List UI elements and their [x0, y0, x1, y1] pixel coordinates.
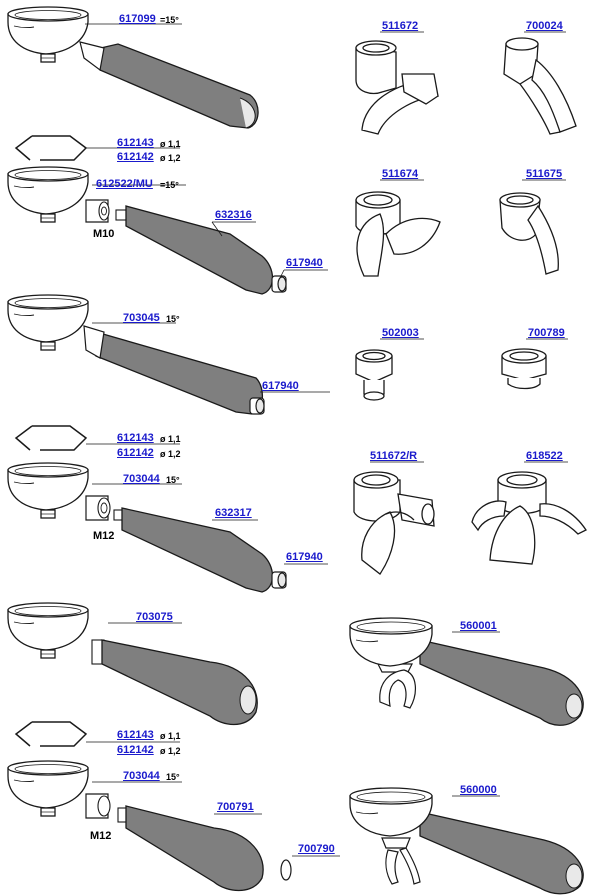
part-label-612143[interactable]: 612143	[117, 432, 154, 444]
diameter-note: ø 1,1	[160, 434, 181, 444]
part-label-511675[interactable]: 511675	[526, 168, 563, 180]
part-label-502003[interactable]: 502003	[382, 327, 419, 339]
part-label-703044[interactable]: 703044	[123, 473, 160, 485]
thread-size: M10	[93, 228, 115, 240]
thread-size: M12	[90, 830, 112, 842]
part-label-612142[interactable]: 612142	[117, 447, 154, 459]
part-label-511672-r[interactable]: 511672/R	[370, 450, 418, 462]
part-label-700790[interactable]: 700790	[298, 843, 335, 855]
thread-size: M12	[93, 530, 115, 542]
spring-clip-612143-b	[15, 425, 87, 451]
spout-511674	[355, 191, 441, 277]
part-label-560000[interactable]: 560000	[460, 784, 497, 796]
part-label-612142[interactable]: 612142	[117, 151, 154, 163]
diameter-note: ø 1,2	[160, 746, 181, 756]
part-label-612143[interactable]: 612143	[117, 137, 154, 149]
portafilter-703075	[7, 602, 258, 726]
angle-note: 15°	[166, 314, 180, 324]
spring-clip-612143	[15, 135, 87, 161]
spout-511672	[355, 40, 439, 135]
angle-note: 15°	[166, 475, 180, 485]
part-label-612142[interactable]: 612142	[117, 744, 154, 756]
end-cap-617940-c	[271, 571, 287, 589]
part-label-617940[interactable]: 617940	[262, 380, 299, 392]
spring-clip-612143-c	[15, 721, 87, 747]
part-label-617940[interactable]: 617940	[286, 551, 323, 563]
part-label-632316[interactable]: 632316	[215, 209, 252, 221]
spout-618522	[471, 471, 587, 565]
part-label-511674[interactable]: 511674	[382, 168, 419, 180]
nut-502003	[355, 349, 393, 401]
part-label-612143[interactable]: 612143	[117, 729, 154, 741]
diameter-note: ø 1,1	[160, 731, 181, 741]
gasket-700790	[280, 859, 292, 881]
handle-700791	[117, 805, 264, 892]
part-label-703044[interactable]: 703044	[123, 770, 160, 782]
end-cap-617940	[271, 275, 287, 293]
part-label-700789[interactable]: 700789	[528, 327, 565, 339]
part-label-700791[interactable]: 700791	[217, 801, 254, 813]
part-label-560001[interactable]: 560001	[460, 620, 497, 632]
part-label-703075[interactable]: 703075	[136, 611, 173, 623]
portafilter-560001	[349, 617, 584, 726]
portafilter-612522-mu	[7, 166, 110, 223]
end-cap-617940-b	[249, 397, 265, 415]
angle-note: =15°	[160, 180, 179, 190]
handle-632317	[113, 507, 274, 593]
diameter-note: ø 1,2	[160, 153, 181, 163]
part-label-703045[interactable]: 703045	[123, 312, 160, 324]
angle-note: 15°	[166, 772, 180, 782]
portafilter-617099	[7, 6, 259, 129]
spout-700024	[503, 37, 577, 135]
part-label-511672[interactable]: 511672	[382, 20, 419, 32]
portafilter-703045	[7, 294, 263, 415]
portafilter-560000	[349, 787, 584, 895]
spout-511675	[499, 192, 559, 275]
part-label-612522-mu[interactable]: 612522/MU	[96, 178, 153, 190]
part-label-632317[interactable]: 632317	[215, 507, 252, 519]
part-label-617940[interactable]: 617940	[286, 257, 323, 269]
diameter-note: ø 1,1	[160, 139, 181, 149]
part-label-618522[interactable]: 618522	[526, 450, 563, 462]
diameter-note: ø 1,2	[160, 449, 181, 459]
portafilter-703044	[7, 462, 111, 521]
spout-511672-r	[353, 471, 435, 575]
nut-700789	[501, 348, 547, 390]
part-label-700024[interactable]: 700024	[526, 20, 563, 32]
angle-note: =15°	[160, 15, 179, 25]
portafilter-703044-b	[7, 760, 111, 819]
part-label-617099[interactable]: 617099	[119, 13, 156, 25]
